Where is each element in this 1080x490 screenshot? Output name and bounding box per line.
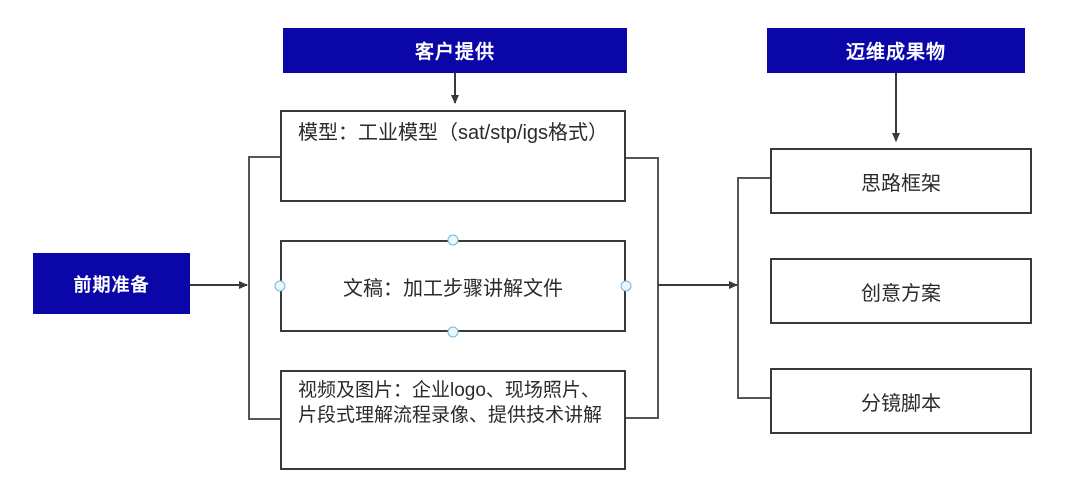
node-output-storyboard[interactable]: 分镜脚本	[770, 368, 1032, 434]
selection-handle-right[interactable]	[620, 280, 632, 292]
node-preliminary-prep[interactable]: 前期准备	[33, 253, 190, 314]
node-output-framework[interactable]: 思路框架	[770, 148, 1032, 214]
node-label-input-document: 文稿：加工步骤讲解文件	[343, 277, 563, 300]
node-label-preliminary-prep: 前期准备	[73, 274, 150, 295]
bracket-outputs-left	[737, 177, 770, 399]
node-label-output-framework: 思路框架	[861, 172, 941, 195]
node-output-creative[interactable]: 创意方案	[770, 258, 1032, 324]
selection-handle-bottom[interactable]	[447, 326, 459, 338]
node-input-model[interactable]: 模型：工业模型（sat/stp/igs格式）	[280, 110, 626, 202]
header-box-maiwei-deliverables[interactable]: 迈维成果物	[767, 28, 1025, 73]
selection-handle-left[interactable]	[274, 280, 286, 292]
node-label-output-storyboard: 分镜脚本	[861, 392, 941, 415]
header-label-customer-provides: 客户提供	[414, 42, 495, 63]
node-input-document[interactable]: 文稿：加工步骤讲解文件	[280, 240, 626, 332]
header-box-customer-provides[interactable]: 客户提供	[283, 28, 627, 73]
node-label-input-video: 视频及图片：企业logo、现场照片、片段式理解流程录像、提供技术讲解	[298, 380, 603, 427]
node-label-output-creative: 创意方案	[861, 282, 941, 305]
node-label-input-model: 模型：工业模型（sat/stp/igs格式）	[298, 122, 609, 144]
node-input-video[interactable]: 视频及图片：企业logo、现场照片、片段式理解流程录像、提供技术讲解	[280, 370, 626, 470]
header-label-maiwei-deliverables: 迈维成果物	[845, 42, 946, 63]
selection-handle-top[interactable]	[447, 234, 459, 246]
